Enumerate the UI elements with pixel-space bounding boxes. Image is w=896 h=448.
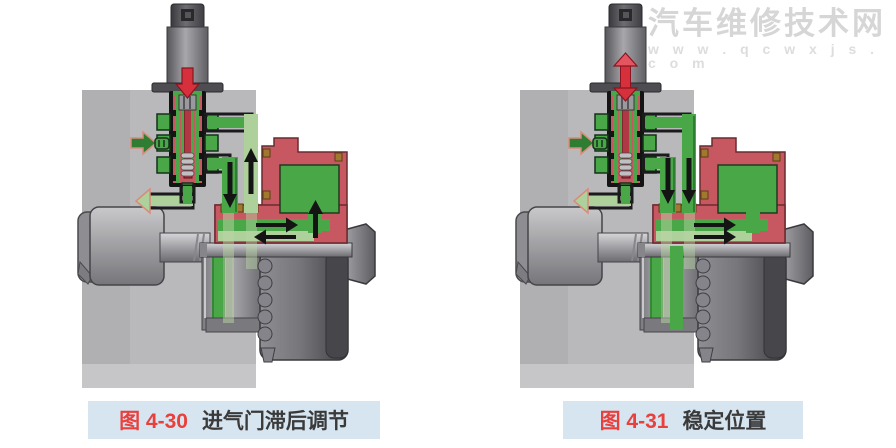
diagram-intake-valve-lag (76, 2, 377, 390)
figure-caption-right: 图 4-31 稳定位置 (563, 401, 803, 439)
figure-number: 图 4-30 (119, 410, 188, 433)
watermark-url: w w w . q c w x j s . c o m (648, 40, 880, 72)
watermark: 汽车维修技术网 w w w . q c w x j s . c o m (648, 6, 896, 72)
watermark-site-name: 汽车维修技术网 (648, 6, 886, 41)
solenoid-arrow-down (174, 67, 201, 99)
barrel-ring-green (670, 246, 683, 330)
figure-number: 图 4-31 (599, 410, 669, 433)
figure-title: 进气门滞后调节 (201, 410, 349, 433)
diagram-stable-position (514, 2, 815, 390)
figure-title: 稳定位置 (682, 410, 767, 433)
solenoid-arrow-double (612, 52, 639, 102)
figure-caption-left: 图 4-30 进气门滞后调节 (88, 401, 380, 439)
chamber-flow-arrow-up (308, 200, 323, 238)
